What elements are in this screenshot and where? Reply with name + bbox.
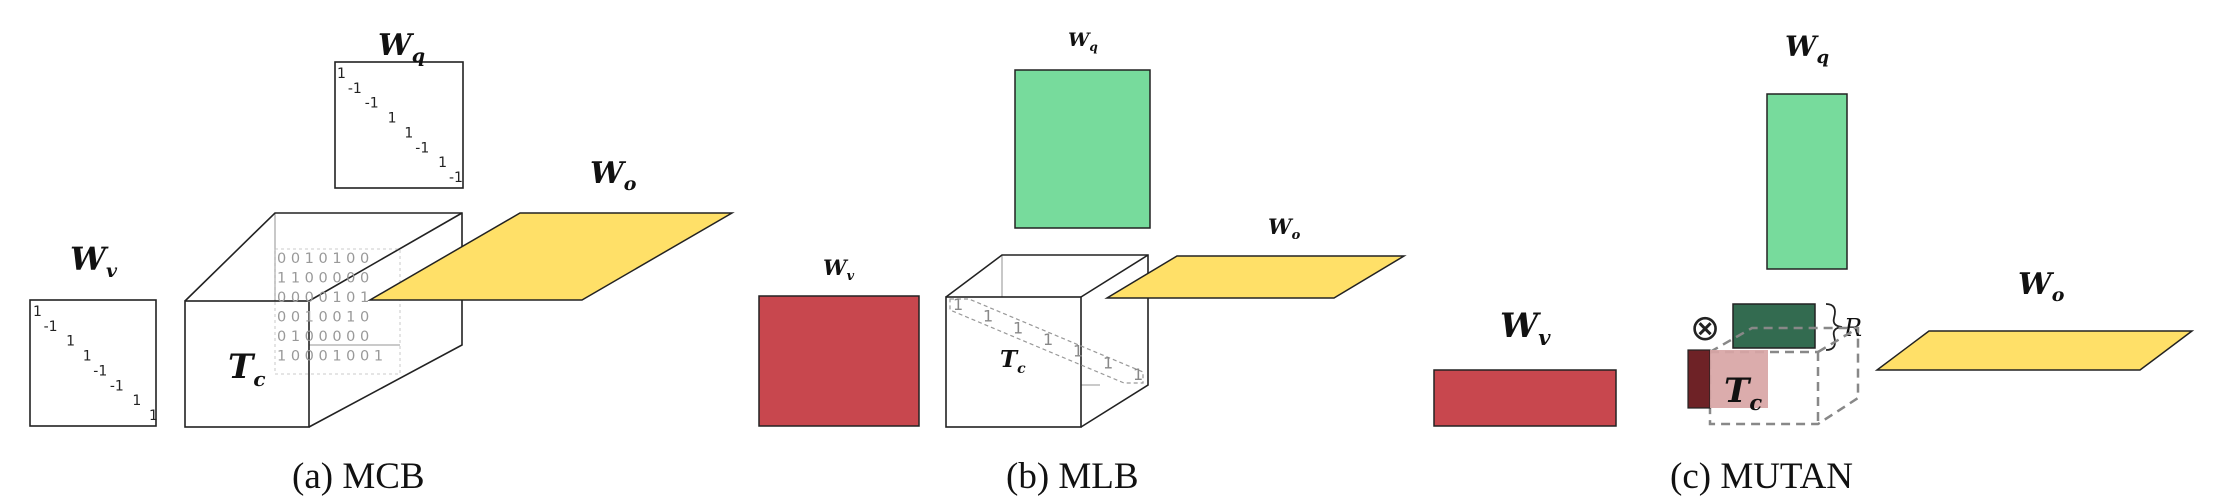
mcb-tc-label: Tc: [228, 347, 266, 391]
mutan-caption: (c) MUTAN: [1670, 456, 1853, 497]
mutan-wq-label: Wq: [1785, 30, 1829, 68]
mutan-pink-factor: [1710, 350, 1768, 408]
panel-mcb: 1-1-111-11-1 Wq 1-111-1-111 Wv 0 0 1 0 1…: [29, 28, 735, 497]
mcb-wq-matrix: [334, 61, 464, 189]
mlb-diag-one: 1: [1013, 318, 1023, 337]
mlb-tensor-cube: 1 1 1 1 1 1 1 Tc: [945, 254, 1149, 428]
mutan-wv-matrix: [1433, 369, 1617, 427]
mcb-wq-entry: -1: [449, 170, 463, 186]
mlb-diag-one: 1: [1103, 353, 1113, 372]
mutan-tc-label: Tc: [1724, 371, 1762, 415]
mcb-binary-matrix: 0 0 1 0 1 0 0 1 1 0 0 0 0 0 0 0 0 0 1 0 1 0…: [277, 251, 383, 365]
mcb-binary-row: 1 1 0 0 0 0 0: [277, 271, 369, 287]
mcb-wv-matrix: [29, 299, 157, 427]
mcb-binary-row: 1 0 0 0 1 0 0 1: [277, 349, 383, 365]
mcb-wv-entry: 1: [66, 334, 75, 350]
mcb-wq-entry: -1: [415, 140, 429, 156]
tensor-product-symbol: ⊗: [1690, 308, 1720, 349]
mcb-wv-entry: 1: [149, 408, 158, 424]
mlb-diag-one: 1: [983, 307, 993, 326]
mlb-wo-label: Wo: [1268, 214, 1301, 243]
mcb-binary-row: 0 0 1 0 1 0 0: [277, 251, 369, 267]
mutan-wo-plane: [1874, 330, 2195, 371]
mutan-tensor-cube: Tc: [1687, 326, 1860, 426]
mcb-wo-label: Wo: [590, 156, 637, 195]
mutan-wo-label: Wo: [2018, 267, 2065, 306]
mlb-wv-label: Wv: [823, 255, 855, 284]
mcb-binary-row: 0 1 0 0 0 0 0: [277, 329, 369, 345]
mlb-diag-one: 1: [1073, 342, 1083, 361]
mcb-wq-entry: -1: [365, 96, 379, 112]
mcb-wv-diagonal: 1-111-1-111: [33, 304, 158, 424]
mlb-wv-matrix: [758, 295, 920, 427]
mcb-tensor-cube: 0 0 1 0 1 0 0 1 1 0 0 0 0 0 0 0 0 0 1 0 1 0…: [184, 212, 463, 428]
mcb-wv-entry: -1: [93, 363, 107, 379]
mcb-wv-entry: -1: [110, 378, 124, 394]
mlb-diag-one: 1: [1043, 330, 1053, 349]
mcb-caption: (a) MCB: [292, 456, 425, 497]
mcb-wq-entry: 1: [404, 125, 413, 141]
mlb-wo-plane: [1104, 255, 1407, 299]
mlb-diag-one: 1: [953, 295, 963, 314]
mcb-wv-label: Wv: [70, 240, 118, 282]
mcb-wq-entry: 1: [337, 66, 346, 82]
mcb-wq-entry: 1: [438, 155, 447, 171]
mlb-diagonal-ones: 1 1 1 1 1 1 1: [953, 295, 1143, 384]
mutan-wv-label: Wv: [1500, 306, 1551, 350]
mutan-core-factor: [1732, 303, 1816, 349]
mcb-wq-label: Wq: [378, 28, 425, 67]
mcb-binary-row: 0 0 1 0 0 1 0: [277, 310, 369, 326]
mlb-wq-matrix: [1014, 69, 1151, 229]
mcb-wq-diagonal: 1-1-111-11-1: [337, 66, 463, 186]
mutan-dark-red-factor: [1687, 349, 1711, 409]
mlb-wq-label: Wq: [1068, 29, 1098, 54]
mcb-wv-entry: -1: [44, 319, 58, 335]
mutan-wq-matrix: [1766, 93, 1848, 270]
mcb-wv-entry: 1: [33, 304, 42, 320]
panel-mutan: Wq Wv ⊗ R Tc Wo (c) MUTAN: [1433, 30, 2195, 497]
mlb-diag-one: 1: [1133, 365, 1143, 384]
mcb-wq-entry: -1: [348, 81, 362, 97]
mlb-tc-label: Tc: [1000, 346, 1026, 377]
panel-mlb: Wq Wv 1 1 1 1 1 1 1 Tc Wo (b) MLB: [758, 29, 1407, 497]
mcb-wq-entry: 1: [388, 111, 397, 127]
mcb-wv-entry: 1: [83, 349, 92, 365]
mcb-binary-row: 0 0 0 0 1 0 1: [277, 290, 369, 306]
mcb-wo-plane: [367, 212, 735, 301]
mcb-wv-entry: 1: [132, 393, 141, 409]
mlb-caption: (b) MLB: [1006, 456, 1139, 497]
